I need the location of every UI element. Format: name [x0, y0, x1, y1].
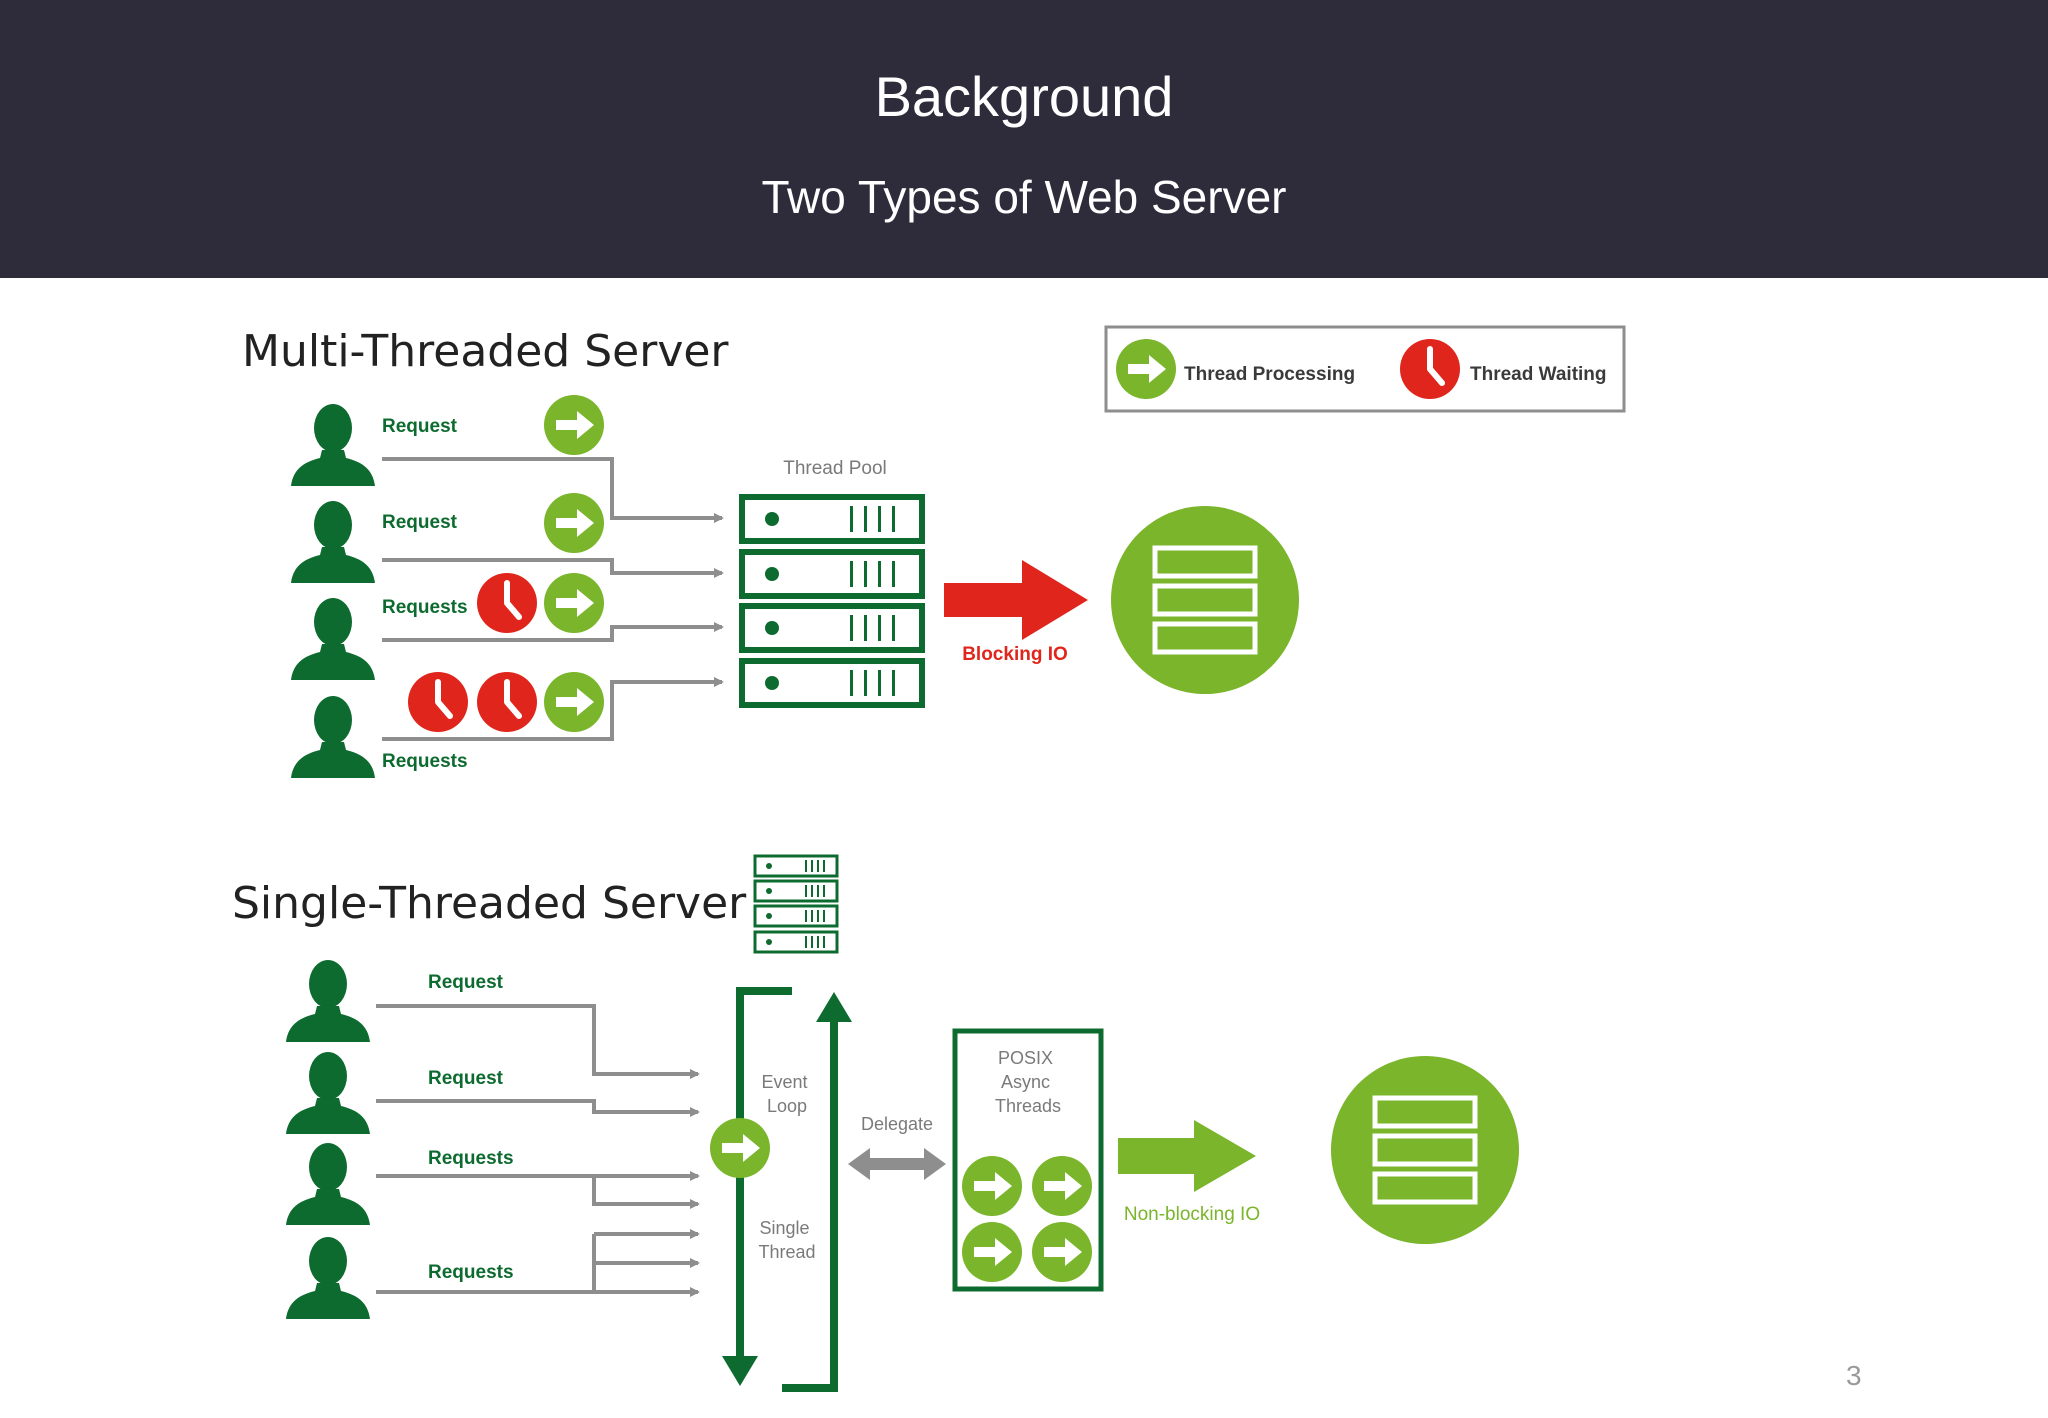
slide-subtitle: Two Types of Web Server: [761, 171, 1287, 223]
single-thread-label-word: Single: [759, 1218, 809, 1238]
posix-label-word: Async: [1001, 1072, 1050, 1092]
non-blocking-io-label: Non-blocking IO: [1124, 1204, 1260, 1225]
legend: Thread Processing Thread Waiting: [1104, 325, 1626, 413]
user-icon: [286, 960, 370, 1042]
request-label: Requests: [382, 597, 468, 618]
delegate-arrow: [848, 1148, 946, 1180]
page-number: 3: [1846, 1360, 1862, 1391]
user-icon: [286, 1143, 370, 1225]
event-loop-arrowhead: [816, 992, 852, 1022]
multi-threaded-title: Multi-Threaded Server: [242, 326, 729, 377]
request-label: Request: [428, 1068, 504, 1089]
server-stack-icon: [753, 904, 839, 928]
event-loop-bracket: [736, 987, 792, 1364]
user-icon: [291, 696, 375, 778]
thread-processing-icon: [962, 1156, 1022, 1216]
request-label: Requests: [382, 751, 468, 772]
single-thread-label: Single Thread: [758, 1218, 815, 1262]
user-icon: [291, 501, 375, 583]
event-loop-label: Event Loop: [761, 1072, 812, 1116]
legend-waiting-label: Thread Waiting: [1470, 364, 1607, 385]
posix-label-word: Threads: [995, 1096, 1061, 1116]
thread-waiting-icon: [408, 672, 468, 732]
user-icon: [291, 598, 375, 680]
request-line: [382, 457, 724, 523]
thread-processing-icon: [1116, 339, 1176, 399]
thread-processing-icon: [544, 573, 604, 633]
posix-label-word: POSIX: [998, 1048, 1053, 1068]
server-stack-icon: [753, 879, 839, 903]
thread-pool-label: Thread Pool: [783, 458, 887, 479]
delegate-label: Delegate: [861, 1114, 933, 1134]
request-line: [382, 558, 724, 578]
event-loop-bracket: [782, 1014, 838, 1392]
user-icon: [286, 1052, 370, 1134]
slide-title: Background: [874, 65, 1174, 128]
thread-processing-icon: [544, 672, 604, 732]
request-label: Requests: [428, 1148, 514, 1169]
user-icon: [286, 1237, 370, 1319]
thread-waiting-icon: [1400, 339, 1460, 399]
thread-waiting-icon: [477, 573, 537, 633]
request-label: Request: [382, 512, 458, 533]
database-icon: [1331, 1056, 1519, 1244]
legend-processing-label: Thread Processing: [1184, 364, 1355, 385]
blocking-io-arrow: [944, 560, 1088, 640]
thread-pool-unit: [742, 606, 922, 650]
thread-pool-unit: [742, 497, 922, 541]
request-line: [376, 1004, 700, 1079]
thread-processing-icon: [710, 1118, 770, 1178]
event-loop-label-word: Loop: [767, 1096, 807, 1116]
request-line: [382, 677, 724, 741]
thread-waiting-icon: [477, 672, 537, 732]
single-thread-label-word: Thread: [758, 1242, 815, 1262]
non-blocking-io-arrow: [1118, 1120, 1256, 1192]
request-label: Request: [382, 416, 458, 437]
request-label: Request: [428, 972, 504, 993]
thread-processing-icon: [544, 493, 604, 553]
slide-header: Background Two Types of Web Server: [0, 0, 2048, 278]
request-line: [376, 1099, 700, 1117]
single-threaded-section: Single-Threaded Server Request Request R…: [232, 854, 1519, 1392]
thread-processing-icon: [544, 395, 604, 455]
event-loop-arrowhead: [722, 1356, 758, 1386]
user-icon: [291, 404, 375, 486]
thread-pool-unit: [742, 661, 922, 705]
blocking-io-label: Blocking IO: [962, 644, 1068, 665]
single-threaded-title: Single-Threaded Server: [232, 878, 747, 929]
posix-label: POSIX Async Threads: [995, 1048, 1061, 1116]
thread-processing-icon: [1032, 1222, 1092, 1282]
server-stack-icon: [753, 930, 839, 954]
request-line: [382, 622, 724, 642]
thread-processing-icon: [1032, 1156, 1092, 1216]
multi-threaded-section: Multi-Threaded Server Request Request Re…: [242, 326, 1299, 778]
thread-processing-icon: [962, 1222, 1022, 1282]
database-icon: [1111, 506, 1299, 694]
server-stack-icon: [753, 854, 839, 878]
event-loop-label-word: Event: [761, 1072, 807, 1092]
thread-pool-unit: [742, 552, 922, 596]
request-label: Requests: [428, 1262, 514, 1283]
request-line: [376, 1174, 700, 1209]
